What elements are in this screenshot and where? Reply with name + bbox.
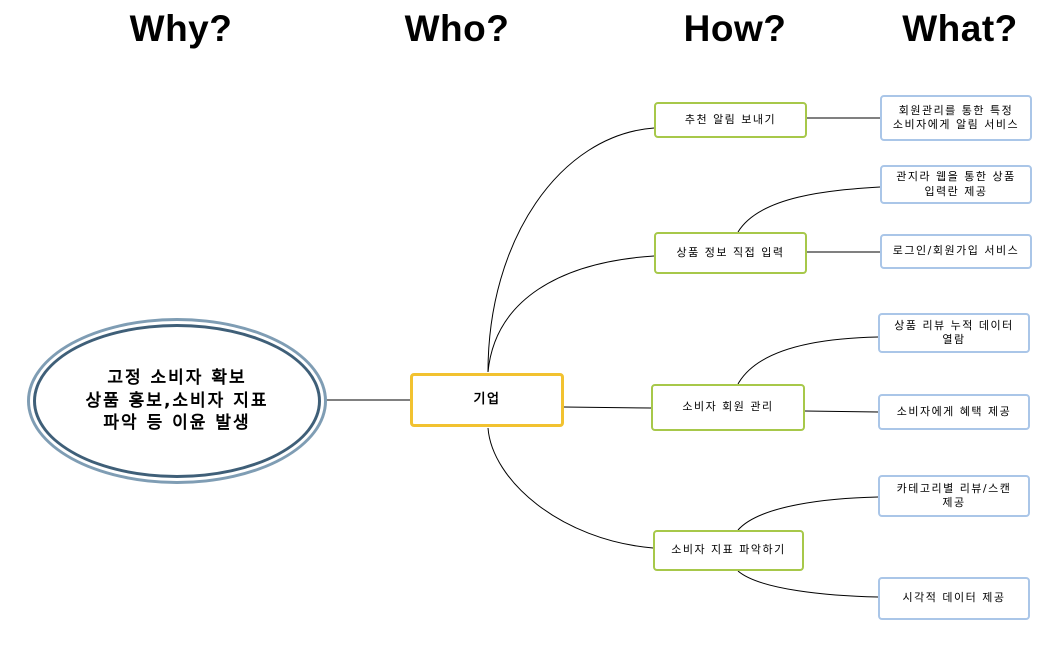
edge-how3-what4 bbox=[737, 336, 879, 385]
edge-who-how-2 bbox=[487, 255, 655, 373]
why-node: 고정 소비자 확보 상품 홍보,소비자 지표 파악 등 이윤 발생 bbox=[33, 324, 321, 478]
who-node: 기업 bbox=[410, 373, 564, 427]
what-node-5: 소비자에게 혜택 제공 bbox=[878, 394, 1030, 430]
edge-who-how-3 bbox=[563, 406, 652, 409]
how-node-4: 소비자 지표 파악하기 bbox=[653, 530, 804, 571]
edge-how4-what6 bbox=[737, 496, 879, 531]
header-how: How? bbox=[683, 8, 787, 49]
edge-how4-what7 bbox=[737, 570, 879, 598]
what-node-7: 시각적 데이터 제공 bbox=[878, 577, 1030, 620]
edge-how2-what2 bbox=[737, 186, 881, 233]
edge-how3-what5 bbox=[804, 410, 879, 413]
what-node-4: 상품 리뷰 누적 데이터 열람 bbox=[878, 313, 1030, 353]
what-node-1: 회원관리를 통한 특정 소비자에게 알림 서비스 bbox=[880, 95, 1032, 141]
what-node-3: 로그인/회원가입 서비스 bbox=[880, 234, 1032, 269]
edge-who-how-4 bbox=[487, 427, 654, 549]
how-node-2: 상품 정보 직접 입력 bbox=[654, 232, 807, 274]
what-node-6: 카테고리별 리뷰/스캔 제공 bbox=[878, 475, 1030, 517]
how-node-3: 소비자 회원 관리 bbox=[651, 384, 805, 431]
edge-who-how-1 bbox=[487, 127, 655, 373]
how-node-1: 추천 알림 보내기 bbox=[654, 102, 807, 138]
header-what: What? bbox=[902, 8, 1018, 49]
header-why: Why? bbox=[129, 8, 233, 49]
what-node-2: 관지라 웹을 통한 상품 입력란 제공 bbox=[880, 165, 1032, 204]
header-who: Who? bbox=[404, 8, 510, 49]
